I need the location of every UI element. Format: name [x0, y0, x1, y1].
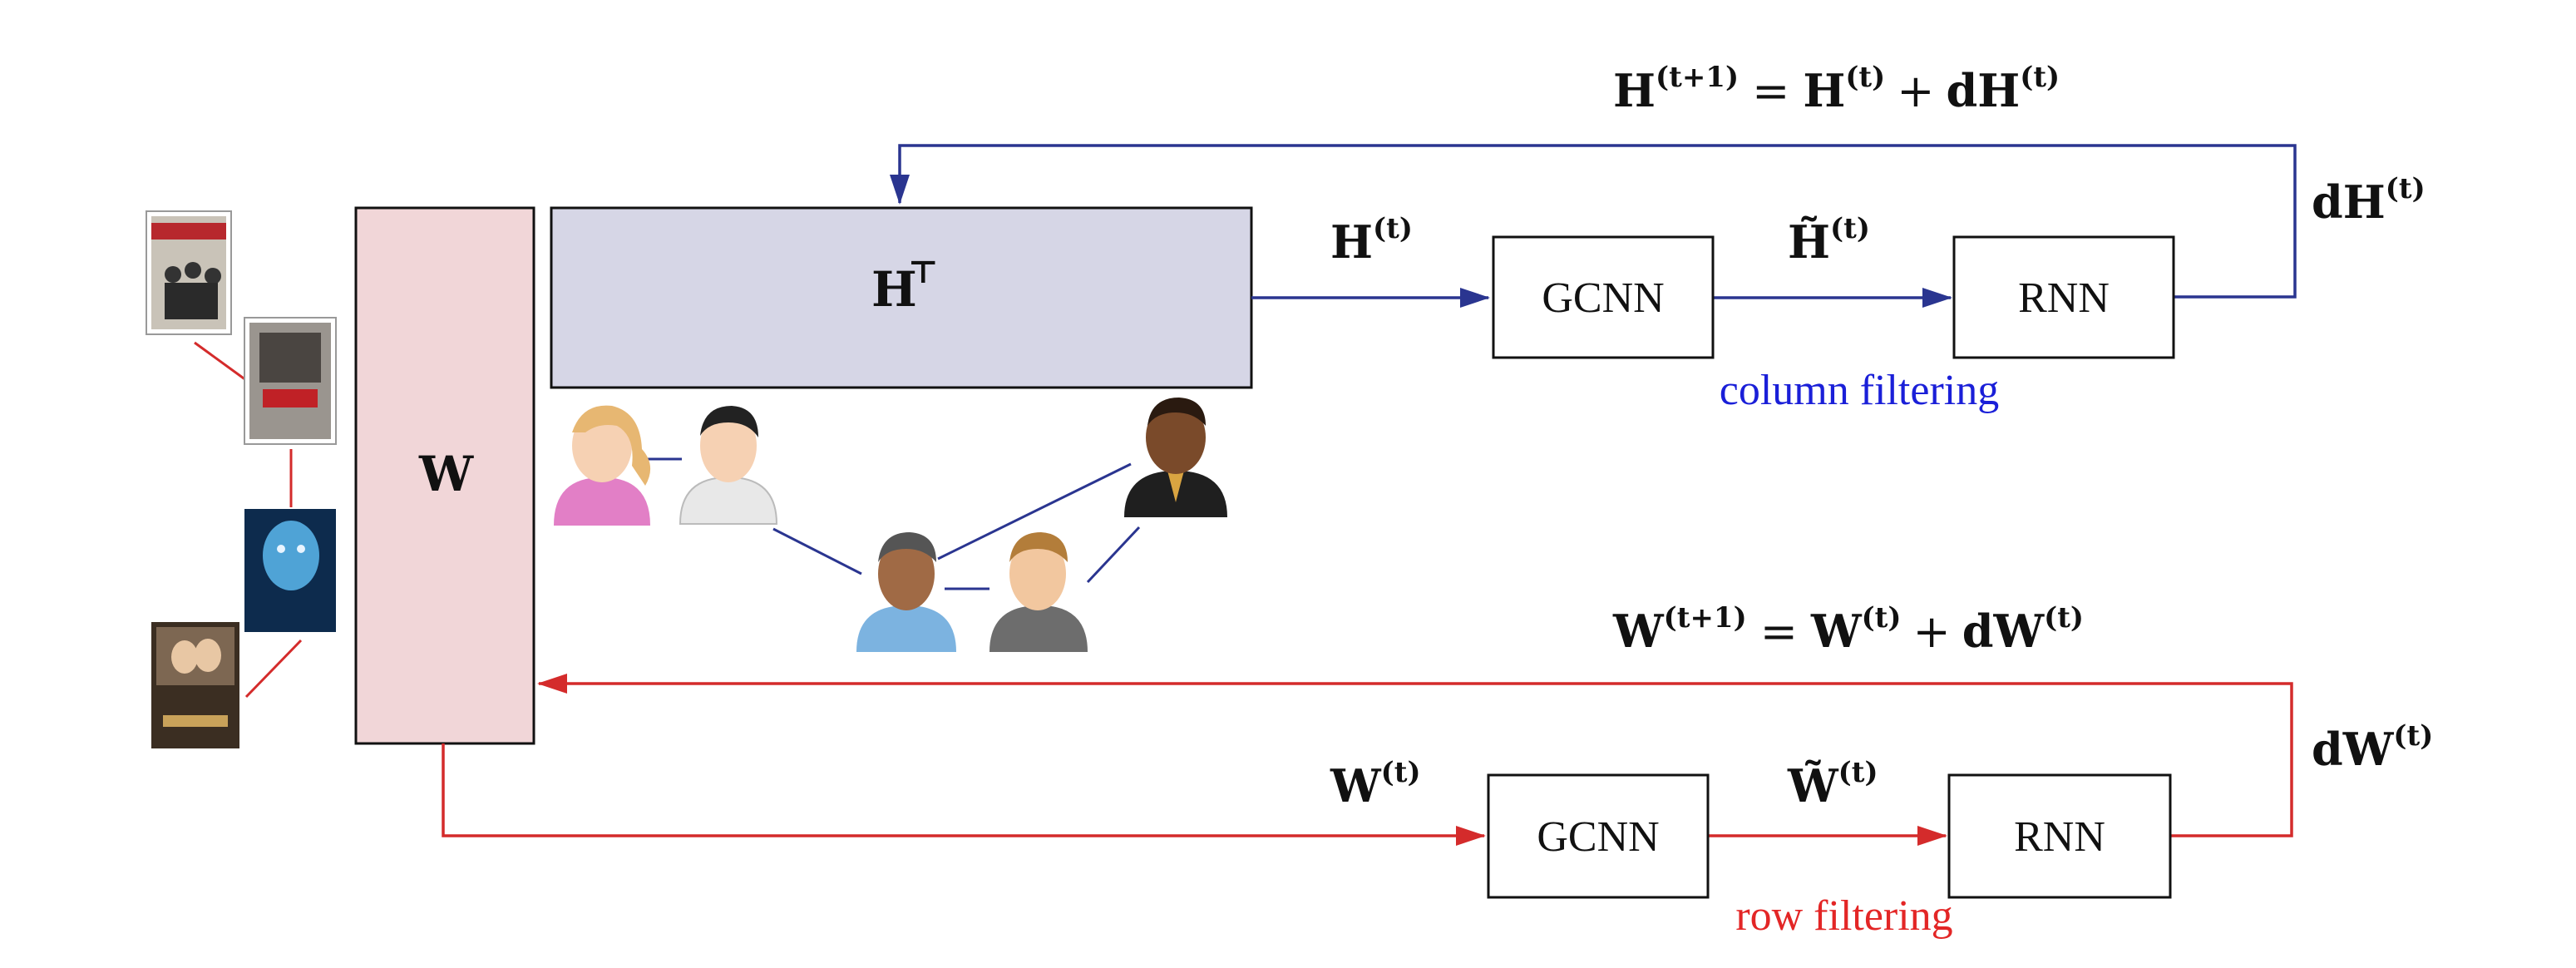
column-filtering-caption: column filtering	[1720, 367, 1999, 414]
column-feedback-line	[890, 144, 2297, 299]
column-gcnn-box	[1492, 235, 1715, 359]
row-delta-label: dW(t)	[2312, 719, 2433, 776]
movie-edge	[194, 341, 250, 384]
movie-graph	[146, 210, 337, 748]
column-input-label: H(t)	[1330, 212, 1413, 269]
movie-poster-django	[244, 317, 337, 445]
column-intermediate-label: H̃(t)	[1788, 212, 1870, 269]
user-avatar-white-icon	[679, 406, 778, 525]
row-input-arrow	[442, 743, 1486, 846]
row-update-equation: W(t+1)=W(t)+dW(t)	[1612, 601, 2084, 658]
column-delta-label: dH(t)	[2312, 172, 2425, 229]
matrix-w-label: W	[418, 446, 474, 502]
user-avatar-suit-icon	[1124, 398, 1227, 517]
user-edge	[772, 527, 862, 575]
row-rnn-label: RNN	[2014, 813, 2105, 861]
row-intermediate-label: W̃(t)	[1787, 756, 1878, 812]
user-edge	[937, 462, 1132, 561]
movie-poster-avatar	[244, 509, 336, 632]
movie-poster-inglourious-basterds	[146, 210, 232, 335]
row-feedback-line	[537, 674, 2293, 837]
user-avatar-blue-icon	[856, 532, 956, 652]
user-avatar-pink-icon	[554, 405, 651, 526]
column-gcnn-label: GCNN	[1542, 274, 1664, 322]
movie-poster-titanic	[151, 622, 239, 748]
row-gcnn-label: GCNN	[1537, 813, 1659, 861]
matrix-h-transposed-label: H	[871, 261, 917, 318]
column-rnn-box	[1952, 235, 2175, 359]
row-rnn-box	[1947, 773, 2172, 899]
column-branch: H(t+1)=H(t)+dH(t) H(t) H̃(t) dH(t) GCNN …	[890, 61, 2425, 414]
user-graph	[554, 398, 1227, 652]
column-update-equation: H(t+1)=H(t)+dH(t)	[1613, 61, 2060, 117]
movie-edge	[244, 639, 303, 699]
matrix-h-transposed-superscript: ⊤	[908, 253, 938, 290]
row-gcnn-box	[1487, 773, 1710, 899]
matrix-w	[354, 206, 535, 745]
user-avatar-gray-icon	[989, 532, 1088, 652]
user-edge	[1086, 526, 1141, 584]
row-branch: W(t+1)=W(t)+dW(t) W(t) W̃(t) dW(t) GCNN …	[442, 601, 2433, 940]
matrix-h-transposed	[550, 206, 1253, 389]
column-rnn-label: RNN	[2018, 274, 2110, 322]
row-filtering-caption: row filtering	[1735, 892, 1952, 940]
row-input-label: W(t)	[1330, 756, 1421, 812]
